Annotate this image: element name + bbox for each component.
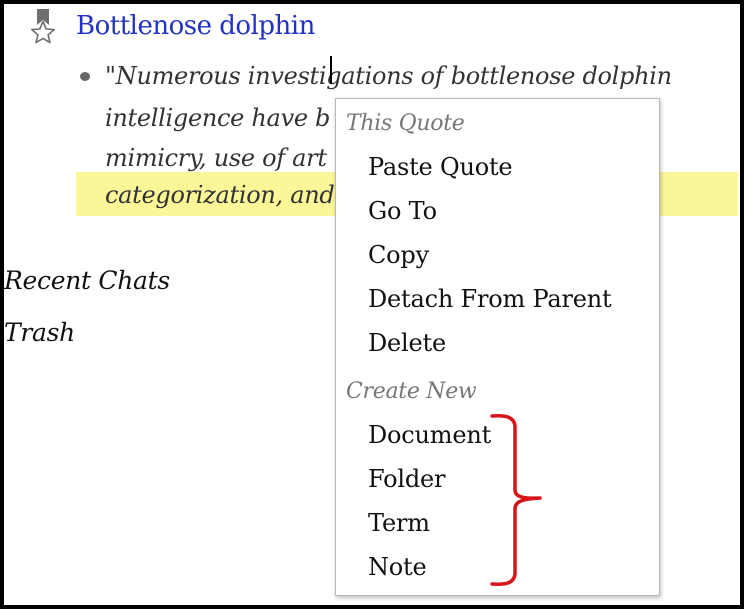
quote-bullet [80,72,90,81]
annotation-bracket [490,414,542,586]
menu-item-detach-from-parent[interactable]: Detach From Parent [368,285,612,313]
menu-header-create-new: Create New [346,379,477,404]
menu-item-delete[interactable]: Delete [368,329,446,357]
sidebar-item-recent-chats[interactable]: Recent Chats [4,266,170,295]
quote-line-3[interactable]: mimicry, use of art [105,144,327,172]
menu-item-copy[interactable]: Copy [368,241,429,269]
menu-item-note[interactable]: Note [368,553,427,581]
context-menu: This Quote Paste Quote Go To Copy Detach… [335,98,660,596]
quote-line-1[interactable]: "Numerous investigations of bottlenose d… [105,62,672,90]
bookmark-star-icon[interactable] [28,8,60,48]
menu-item-go-to[interactable]: Go To [368,197,437,225]
quote-line-4[interactable]: categorization, and [105,181,335,209]
quote-line-2[interactable]: intelligence have b [105,104,331,132]
topic-title-link[interactable]: Bottlenose dolphin [76,11,315,41]
menu-item-paste-quote[interactable]: Paste Quote [368,153,513,181]
menu-item-folder[interactable]: Folder [368,465,446,493]
menu-header-this-quote: This Quote [346,111,465,136]
menu-item-term[interactable]: Term [368,509,430,537]
text-cursor [330,56,332,84]
menu-item-document[interactable]: Document [368,421,492,449]
sidebar-item-trash[interactable]: Trash [4,318,75,347]
